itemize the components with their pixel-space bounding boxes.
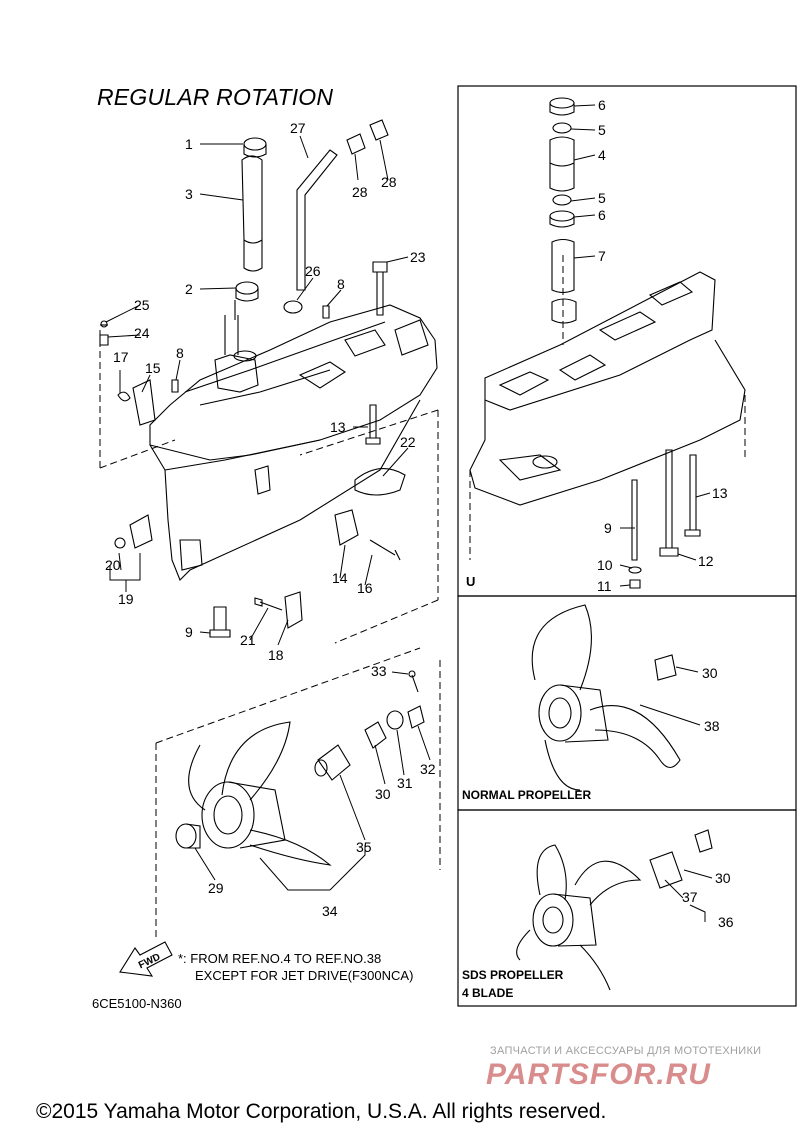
callout: 16 [357,580,373,596]
callout: 18 [268,647,284,663]
callout: 38 [704,718,720,734]
normal-propeller-drawing [531,604,681,791]
callout: 3 [185,186,193,202]
callout: 17 [113,349,129,365]
callout: 1 [185,136,193,152]
callout: 32 [420,761,436,777]
callout: 22 [400,434,416,450]
callout: 8 [337,276,345,292]
callout: 15 [145,360,161,376]
water-tube-parts [99,119,406,638]
callout: 28 [381,174,397,190]
diagram-code: 6CE5100-N360 [92,996,182,1011]
diagram-title: REGULAR ROTATION [97,84,334,110]
callout: 9 [604,520,612,536]
callout: 31 [397,775,413,791]
callout: 21 [240,632,256,648]
callout: 24 [134,325,150,341]
normal-propeller-frame [457,595,797,811]
reference-note: *: FROM REF.NO.4 TO REF.NO.38 EXCEPT FOR… [178,950,413,984]
callout: 2 [185,281,193,297]
watermark-logo: PARTSFOR.RU [486,1058,711,1091]
callouts-u-box: 6 5 4 5 6 7 13 9 12 10 11 [597,97,728,594]
note-line-1: *: FROM REF.NO.4 TO REF.NO.38 [178,951,382,966]
callout: 34 [322,903,338,919]
callout: 28 [352,184,368,200]
normal-propeller-label: NORMAL PROPELLER [462,788,591,802]
callout: 19 [118,591,134,607]
callout: 25 [134,297,150,313]
callout: 6 [598,97,606,113]
callout: 8 [176,345,184,361]
callout: 13 [712,485,728,501]
sds-propeller-label: SDS PROPELLER [462,968,564,982]
callout: 4 [598,147,606,163]
callout: 29 [208,880,224,896]
callout: 14 [332,570,348,586]
u-box-dashed [469,255,746,560]
fwd-arrow-icon: FWD [119,941,173,977]
lower-casing-drawing [149,300,438,581]
callout: 7 [598,248,606,264]
callout: 10 [597,557,613,573]
sds-propeller-drawing [516,829,713,991]
sds-blade-label: 4 BLADE [462,986,513,1000]
callout: 35 [356,839,372,855]
callouts-propellers: 30 38 30 37 36 [682,665,734,930]
u-box-label: U [466,574,475,589]
u-box-drawing [469,97,746,589]
callout: 33 [371,663,387,679]
leader-lines [105,104,713,922]
callout: 36 [718,914,734,930]
u-box-frame [457,85,797,597]
lower-frame-dashed [99,330,441,940]
watermark-tagline: ЗАПЧАСТИ И АКСЕССУАРЫ ДЛЯ МОТОТЕХНИКИ [490,1045,762,1057]
callout: 5 [598,122,606,138]
callout: 27 [290,120,306,136]
callout: 37 [682,889,698,905]
note-line-2: EXCEPT FOR JET DRIVE(F300NCA) [195,968,414,983]
callout: 30 [375,786,391,802]
callout: 20 [105,557,121,573]
callout: 13 [330,419,346,435]
copyright-footer: ©2015 Yamaha Motor Corporation, U.S.A. A… [36,1100,607,1123]
sds-propeller-frame [457,809,797,1007]
callout: 11 [597,578,612,594]
callout: 5 [598,190,606,206]
callout: 12 [698,553,714,569]
callout: 30 [702,665,718,681]
callout: 30 [715,870,731,886]
propeller-assembly-drawing [175,670,425,866]
callouts-main: 1 27 28 28 3 2 26 8 23 25 24 17 15 8 13 … [105,120,436,919]
callout: 9 [185,624,193,640]
callout: 26 [305,263,321,279]
callout: 6 [598,207,606,223]
callout: 23 [410,249,426,265]
